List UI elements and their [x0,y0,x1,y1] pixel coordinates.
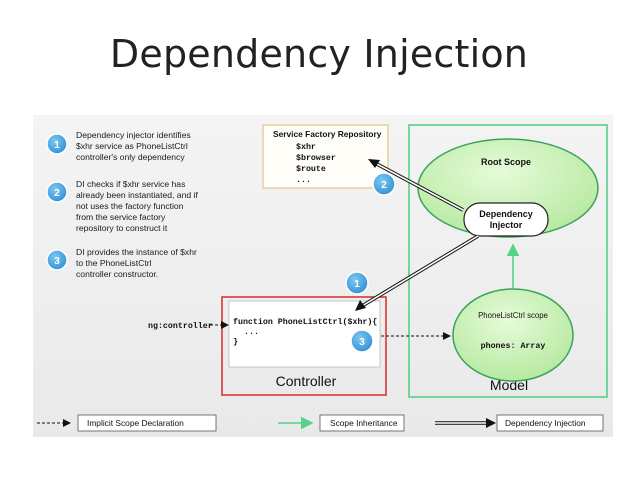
step-2-number: 2 [54,188,60,199]
repository-service-xhr: $xhr [296,142,316,152]
model-box [408,124,608,398]
legend: Implicit Scope Declaration Scope Inherit… [37,414,604,432]
step-1-line-3: controller's only dependency [76,152,185,162]
injection-arrow-to-repository [368,159,464,212]
repository-service-more: ... [296,176,311,185]
step-3-line-1: DI provides the instance of $xhr [76,247,197,257]
step-1: 1 Dependency injector identifies $xhr se… [46,130,191,162]
controller-label: Controller [276,373,337,389]
dependency-injector-box [463,202,549,237]
repository-title: Service Factory Repository [273,129,382,139]
step-3-line-2: to the PhoneListCtrl [76,258,152,268]
svg-text:2: 2 [381,180,387,191]
controller-code-line-2: ... [244,328,259,337]
repository-box [262,124,389,189]
repository-service-route: $route [296,164,326,174]
injector-line-1: Dependency [479,209,533,219]
legend-injection-arrow [435,418,496,428]
step-2-line-1: DI checks if $xhr service has [76,179,185,189]
step-2-line-2: already been instantiated, and if [76,190,198,200]
injector-line-2: Injector [490,220,523,230]
legend-inheritance-box [319,414,405,432]
step-3-badge [46,249,68,271]
legend-implicit-box [77,414,217,432]
phonelist-scope-ellipse [452,288,574,382]
legend-inheritance-label: Scope Inheritance [330,418,398,428]
step-1-number: 1 [54,140,60,151]
step-3-number: 3 [54,256,60,267]
service-factory-repository: Service Factory Repository $xhr $browser… [262,124,389,189]
svg-text:3: 3 [359,337,365,348]
step-1-line-1: Dependency injector identifies [76,130,191,140]
step-2-line-4: from the service factory [76,212,166,222]
diagram-badge-2: 2 [372,172,396,196]
step-2: 2 DI checks if $xhr service has already … [46,179,198,233]
step-2-line-3: not uses the factory function [76,201,184,211]
diagram-badge-1: 1 [345,271,369,295]
controller-code-line-3: } [233,337,238,347]
ng-controller-label: ng:controller [148,321,213,331]
controller-outer-box [221,296,387,396]
step-1-badge [46,133,68,155]
step-3: 3 DI provides the instance of $xhr to th… [46,247,197,279]
step-3-line-3: controller constructor. [76,269,158,279]
svg-text:1: 1 [354,279,360,290]
step-2-line-5: repository to construct it [76,223,168,233]
root-scope-label: Root Scope [481,157,531,167]
scope-label: PhoneListCtrl scope [478,311,548,320]
scope-phones: phones: Array [481,341,546,351]
injection-arrow-to-controller [355,234,479,311]
dependency-injector: Dependency Injector [463,202,549,237]
step-1-line-2: $xhr service as PhoneListCtrl [76,141,188,151]
legend-injection-label: Dependency Injection [505,418,586,428]
slide-title: Dependency Injection [109,32,529,76]
legend-injection-box [496,414,604,432]
controller-code-line-1: function PhoneListCtrl($xhr){ [233,317,377,327]
step-2-badge [46,181,68,203]
legend-implicit-label: Implicit Scope Declaration [87,418,184,428]
diagram-badge-3: 3 [350,329,374,353]
repository-service-browser: $browser [296,153,336,163]
